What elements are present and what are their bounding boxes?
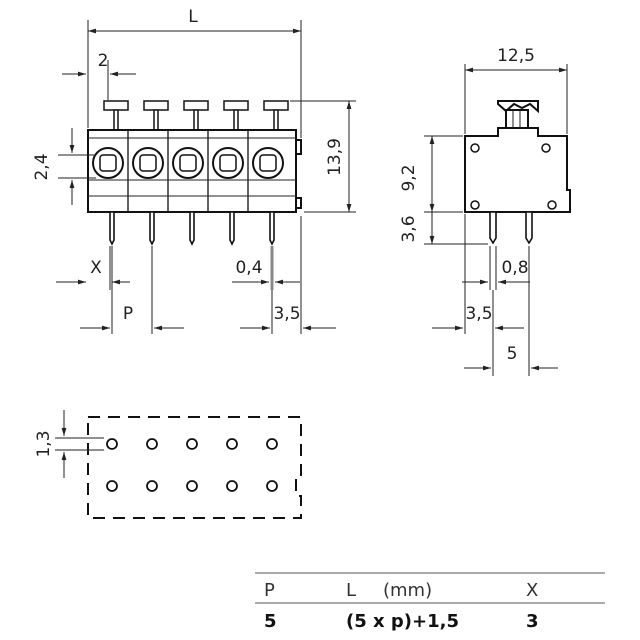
dim-edge: 2 [98, 51, 109, 71]
front-dimension-labels: L 2 2,4 13,9 X 0,4 P 3,5 [32, 7, 345, 324]
dim-pin-pos-front: 3,5 [273, 304, 300, 324]
side-housing [464, 127, 571, 213]
dim-hole-offset: 1,3 [34, 430, 54, 457]
front-buttons [103, 100, 289, 131]
side-dimensions [424, 64, 568, 376]
dim-pitch: P [123, 304, 133, 324]
table-header-p: P [264, 580, 275, 601]
dim-pin-width: 0,4 [235, 258, 262, 278]
dim-upper: 9,2 [399, 164, 419, 191]
dim-height: 13,9 [325, 138, 345, 176]
front-dimensions [56, 20, 356, 334]
dim-lower: 3,6 [399, 215, 419, 242]
side-pins [489, 211, 533, 245]
front-wire-holes [92, 147, 284, 179]
front-pins [109, 211, 275, 246]
table-value-x: 3 [526, 611, 539, 632]
side-view [464, 100, 571, 245]
table-value-l: (5 x p)+1,5 [346, 611, 459, 632]
spec-table: P L (mm) X 5 (5 x p)+1,5 3 [255, 572, 605, 632]
table-value-p: 5 [264, 611, 277, 632]
dim-hole: 2,4 [32, 153, 52, 180]
dim-offset: X [90, 258, 102, 278]
table-header-l: L [346, 580, 356, 601]
dim-row-gap: 5 [507, 344, 518, 364]
table-header-x: X [526, 580, 538, 601]
table-header-unit: (mm) [383, 580, 432, 601]
footprint-holes [106, 438, 278, 492]
dim-pin-pos-side: 3,5 [465, 304, 492, 324]
side-dimension-labels: 12,5 9,2 3,6 0,8 3,5 5 [399, 46, 535, 364]
dim-length: L [188, 7, 198, 27]
front-view [87, 100, 302, 246]
dim-pin-thick: 0,8 [501, 258, 528, 278]
dim-width: 12,5 [497, 46, 535, 66]
pcb-footprint: 1,3 [34, 410, 302, 519]
